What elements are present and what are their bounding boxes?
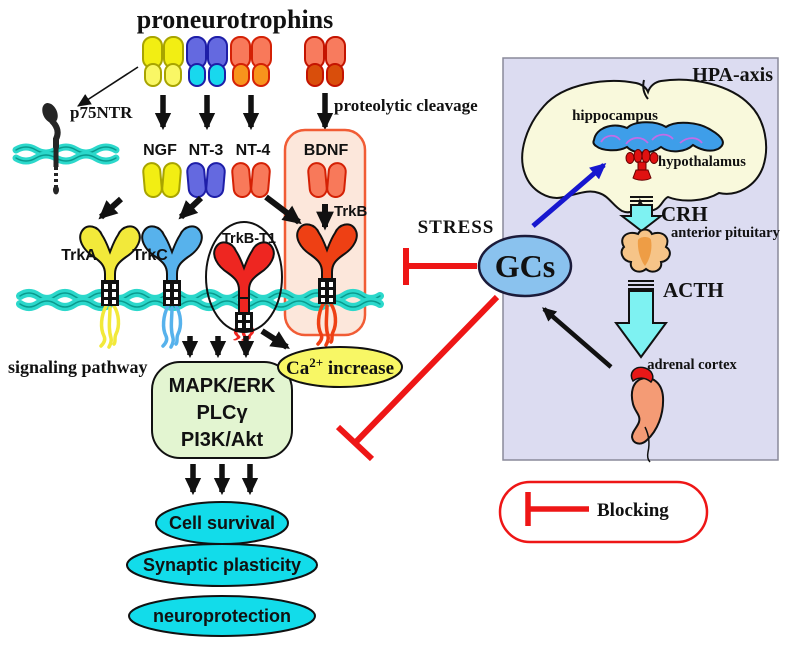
p75-membrane bbox=[12, 143, 120, 165]
gcs-block-pathway-tbar bbox=[335, 294, 500, 462]
blocking-legend-box bbox=[498, 480, 709, 544]
trka-label: TrkA bbox=[61, 247, 97, 264]
hippocampus-folds bbox=[600, 133, 703, 145]
adrenal-cortex-label: adrenal cortex bbox=[647, 357, 737, 373]
adrenal-gland-shape bbox=[630, 366, 654, 384]
nt4-label: NT-4 bbox=[236, 142, 271, 159]
gcs-label: GCs bbox=[495, 248, 555, 284]
trkc-receptor bbox=[141, 225, 203, 349]
p75ntr-label: p75NTR bbox=[70, 103, 133, 122]
hippocampus-shape bbox=[592, 121, 724, 154]
proneurotrophin-to-p75-arrow bbox=[77, 66, 139, 107]
trkb-t1-to-calcium-arrow bbox=[260, 328, 290, 350]
ngf-dimer bbox=[142, 162, 182, 199]
nt3-dimer bbox=[186, 162, 226, 199]
trka-receptor bbox=[79, 225, 141, 349]
trkb-t1-receptor bbox=[213, 241, 275, 342]
hpa-axis-title: HPA-axis bbox=[692, 64, 773, 86]
hypothalamus-shape bbox=[625, 149, 659, 181]
receptor-to-pathway-arrows bbox=[181, 336, 255, 359]
signaling-pathway-label: signaling pathway bbox=[8, 357, 148, 377]
cell-survival-label: Cell survival bbox=[169, 513, 275, 533]
bdnf-dimer bbox=[307, 162, 347, 199]
pro-nt3-shape bbox=[186, 36, 228, 87]
signaling-pathway-box bbox=[151, 361, 293, 459]
bdnf-label: BDNF bbox=[304, 142, 349, 159]
blocking-tbar-icon bbox=[525, 492, 589, 526]
proneurotrophin-tetramers bbox=[142, 36, 346, 87]
gcs-to-hippocampus-arrow bbox=[531, 163, 607, 228]
trkb-label: TrkB bbox=[334, 203, 368, 220]
synaptic-plasticity-ellipse bbox=[126, 543, 318, 587]
calcium-increase-label: Ca2+ increase bbox=[286, 355, 394, 379]
brain-cleft bbox=[642, 79, 649, 100]
pro-bdnf-shape bbox=[304, 36, 346, 87]
anterior-pituitary-shape bbox=[620, 228, 671, 273]
trkb-t1-label: TrkB-T1 bbox=[222, 231, 276, 247]
proteolytic-cleavage-label: proteolytic cleavage bbox=[334, 96, 478, 115]
synaptic-plasticity-label: Synaptic plasticity bbox=[143, 555, 301, 575]
calcium-rest-text: increase bbox=[323, 358, 394, 379]
adrenal-to-gcs-arrow bbox=[542, 307, 613, 369]
calcium-superscript: 2+ bbox=[309, 355, 323, 370]
gcs-ellipse bbox=[477, 234, 573, 298]
hpa-axis-panel: HPA-axis hippocampus hypothalamus bbox=[502, 57, 781, 463]
pathway-to-outcome-arrows bbox=[184, 464, 259, 496]
pathway-plc-gamma: PLCγ bbox=[196, 402, 248, 424]
blocking-label: Blocking bbox=[597, 500, 669, 521]
calcium-increase-ellipse bbox=[277, 346, 403, 388]
ligand-to-receptor-arrows bbox=[98, 194, 334, 231]
outcome-ellipses: Cell survival Synaptic plasticity neurop… bbox=[126, 501, 318, 637]
crh-arrow bbox=[619, 196, 664, 233]
neuroprotection-label: neuroprotection bbox=[153, 606, 291, 626]
acth-arrow bbox=[614, 280, 668, 359]
crh-label: CRH bbox=[661, 202, 708, 226]
diagram-title: proneurotrophins bbox=[137, 5, 334, 34]
trkb-t1-highlight-ellipse bbox=[205, 221, 283, 333]
kidney-shape bbox=[630, 366, 665, 463]
nt4-dimer bbox=[231, 162, 271, 199]
ngf-label: NGF bbox=[143, 142, 177, 159]
cleavage-arrows bbox=[154, 93, 334, 131]
blocking-legend: Blocking bbox=[498, 480, 709, 544]
trkc-label: TrkC bbox=[132, 247, 168, 264]
acth-label: ACTH bbox=[663, 278, 724, 302]
pathway-pi3k-akt: PI3K/Akt bbox=[181, 429, 264, 451]
hypothalamus-label: hypothalamus bbox=[658, 154, 746, 170]
calcium-base-text: Ca bbox=[286, 358, 310, 379]
anterior-pituitary-label: anterior pituitary bbox=[671, 225, 781, 241]
p75-body bbox=[42, 103, 61, 195]
pro-nt4-shape bbox=[230, 36, 272, 87]
pro-ngf-shape bbox=[142, 36, 184, 87]
stress-label: STRESS bbox=[418, 217, 495, 238]
nt3-label: NT-3 bbox=[189, 142, 224, 159]
trkb-t1-juxtamembrane-box bbox=[235, 312, 253, 332]
mature-neurotrophin-dimers bbox=[142, 162, 347, 199]
hippocampus-label: hippocampus bbox=[572, 108, 658, 124]
neuroprotection-ellipse bbox=[128, 595, 316, 637]
pathway-mapk-erk: MAPK/ERK bbox=[169, 375, 276, 397]
gcs-block-membrane-tbar bbox=[403, 248, 477, 285]
ureter-line bbox=[644, 426, 651, 463]
p75ntr-receptor: p75NTR bbox=[12, 103, 133, 195]
